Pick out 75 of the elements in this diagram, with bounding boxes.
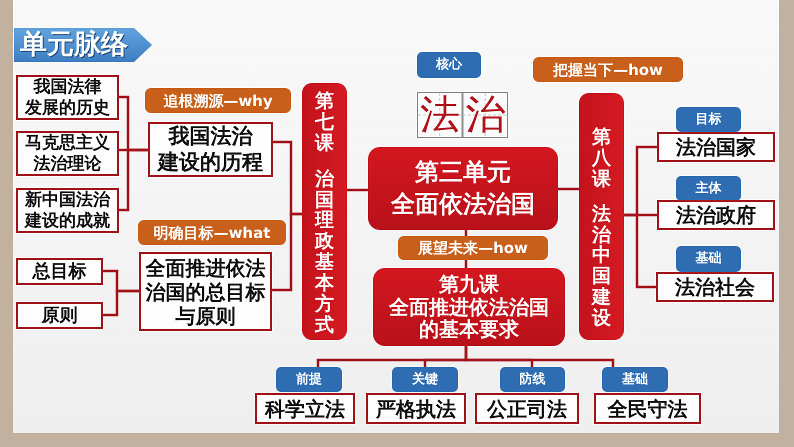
- heading-text: 第九课: [439, 273, 499, 296]
- heading-text: 第三单元: [415, 157, 511, 188]
- topic-text: 法治国家: [676, 135, 756, 159]
- lesson-title-text: 法治中国建设: [592, 204, 611, 330]
- aspect-tag: [676, 246, 741, 272]
- topic-box: [16, 131, 119, 176]
- topic-text: 科学立法: [265, 396, 345, 420]
- topic-text: 全面推进依法治国的总目标与原则: [146, 256, 266, 328]
- connector-line: [347, 188, 368, 192]
- topic-box: [657, 200, 775, 230]
- topic-text: 总目标: [32, 260, 86, 282]
- title-text: 全面依法治国: [391, 188, 535, 220]
- topic-box: [16, 188, 119, 233]
- aspect-tag: [276, 367, 342, 392]
- connector-line: [119, 148, 148, 212]
- title-text: 全面推进依法治国的基本要求: [389, 296, 549, 341]
- aspect-tag: [392, 367, 458, 392]
- lesson-box: [373, 268, 565, 346]
- tag-text: 前提: [296, 372, 322, 388]
- aspect-tag: [676, 107, 741, 132]
- tag-text: 主体: [696, 180, 722, 196]
- page-title: 单元脉络: [20, 28, 128, 62]
- lesson-bar: [302, 83, 347, 340]
- topic-box: [657, 132, 775, 162]
- topic-text: 公正司法: [487, 396, 567, 420]
- tag-text: 核心: [436, 57, 462, 73]
- topic-box: [16, 258, 103, 285]
- topic-text: 马克思主义法治理论: [25, 133, 110, 174]
- topic-text: 严格执法: [376, 396, 456, 420]
- tag-text: 基础: [696, 251, 722, 267]
- tag-text: 目标: [696, 112, 722, 128]
- topic-box: [16, 75, 119, 120]
- aspect-tag: [676, 176, 741, 201]
- topic-box: [255, 393, 355, 424]
- section-tag: [398, 236, 548, 260]
- lesson-number-text: 第七课: [315, 91, 334, 154]
- tag-text: 展望未来—how: [418, 239, 528, 257]
- tag-text: 关键: [412, 372, 438, 388]
- connector-line: [464, 346, 614, 367]
- topic-box: [139, 252, 272, 331]
- topic-box: [656, 272, 774, 302]
- connector-line: [272, 212, 302, 292]
- tag-text: 把握当下—how: [553, 60, 663, 78]
- lesson-bar: [579, 93, 624, 340]
- topic-text: 我国法治建设的历程: [158, 124, 263, 175]
- connector-line: [464, 230, 468, 236]
- topic-box: [16, 302, 103, 329]
- topic-text: 原则: [42, 304, 78, 326]
- key-term-text: 法治: [419, 92, 511, 138]
- topic-box: [594, 393, 701, 424]
- connector-line: [558, 188, 579, 190]
- aspect-tag: [602, 367, 668, 392]
- tag-text: 基础: [622, 372, 648, 388]
- connector-line: [464, 260, 468, 268]
- connector-line: [624, 214, 656, 288]
- lesson-title-text: 治国理政基本方式: [315, 168, 334, 336]
- topic-text: 新中国法治建设的成就: [25, 190, 110, 231]
- aspect-tag: [417, 52, 481, 78]
- lesson-box: [368, 147, 558, 230]
- topic-text: 全民守法: [608, 396, 688, 420]
- topic-text: 法治政府: [676, 203, 756, 227]
- section-tag: [533, 57, 683, 82]
- section-tag: [138, 220, 286, 245]
- lesson-number-text: 第八课: [592, 127, 611, 190]
- section-tag: [145, 88, 291, 113]
- tag-text: 防线: [520, 372, 546, 388]
- topic-box: [475, 393, 579, 424]
- connector-line: [103, 290, 139, 316]
- topic-box: [366, 393, 466, 424]
- tag-text: 追根溯源—why: [163, 92, 273, 110]
- topic-text: 法治社会: [675, 275, 755, 299]
- topic-text: 我国法律发展的历史: [25, 77, 110, 118]
- aspect-tag: [500, 367, 565, 392]
- topic-box: [148, 122, 273, 177]
- tag-text: 明确目标—what: [154, 224, 270, 242]
